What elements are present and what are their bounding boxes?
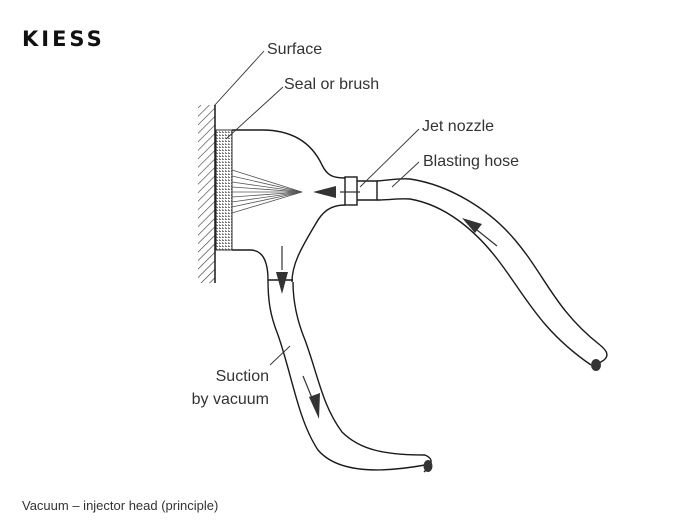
- label-by-vacuum: by vacuum: [192, 391, 269, 408]
- label-jet-nozzle: Jet nozzle: [422, 118, 494, 135]
- figure-caption: Vacuum – injector head (principle): [22, 498, 218, 513]
- jet-nozzle-assembly: [344, 176, 378, 206]
- suction-hose-end: [423, 460, 433, 472]
- label-surface: Surface: [267, 41, 322, 58]
- label-suction: Suction: [216, 368, 269, 385]
- seal-brush: [215, 129, 233, 251]
- suction-flow-arrow-1: [276, 246, 288, 294]
- blasting-flow-arrow: [462, 218, 498, 247]
- label-blasting-hose: Blasting hose: [423, 153, 519, 170]
- surface-wall: [198, 105, 215, 283]
- blasting-hose-end: [591, 359, 601, 371]
- kiess-logo: KIESS: [22, 27, 105, 51]
- leader-lines: [213, 50, 420, 366]
- blasting-hose: [376, 178, 608, 367]
- spray-jet: [231, 169, 303, 214]
- suction-flow-arrow-2: [302, 375, 320, 419]
- jet-flow-arrow: [313, 186, 360, 198]
- suction-hose: [267, 279, 432, 473]
- label-seal-or-brush: Seal or brush: [284, 76, 379, 93]
- head-body: [232, 129, 346, 283]
